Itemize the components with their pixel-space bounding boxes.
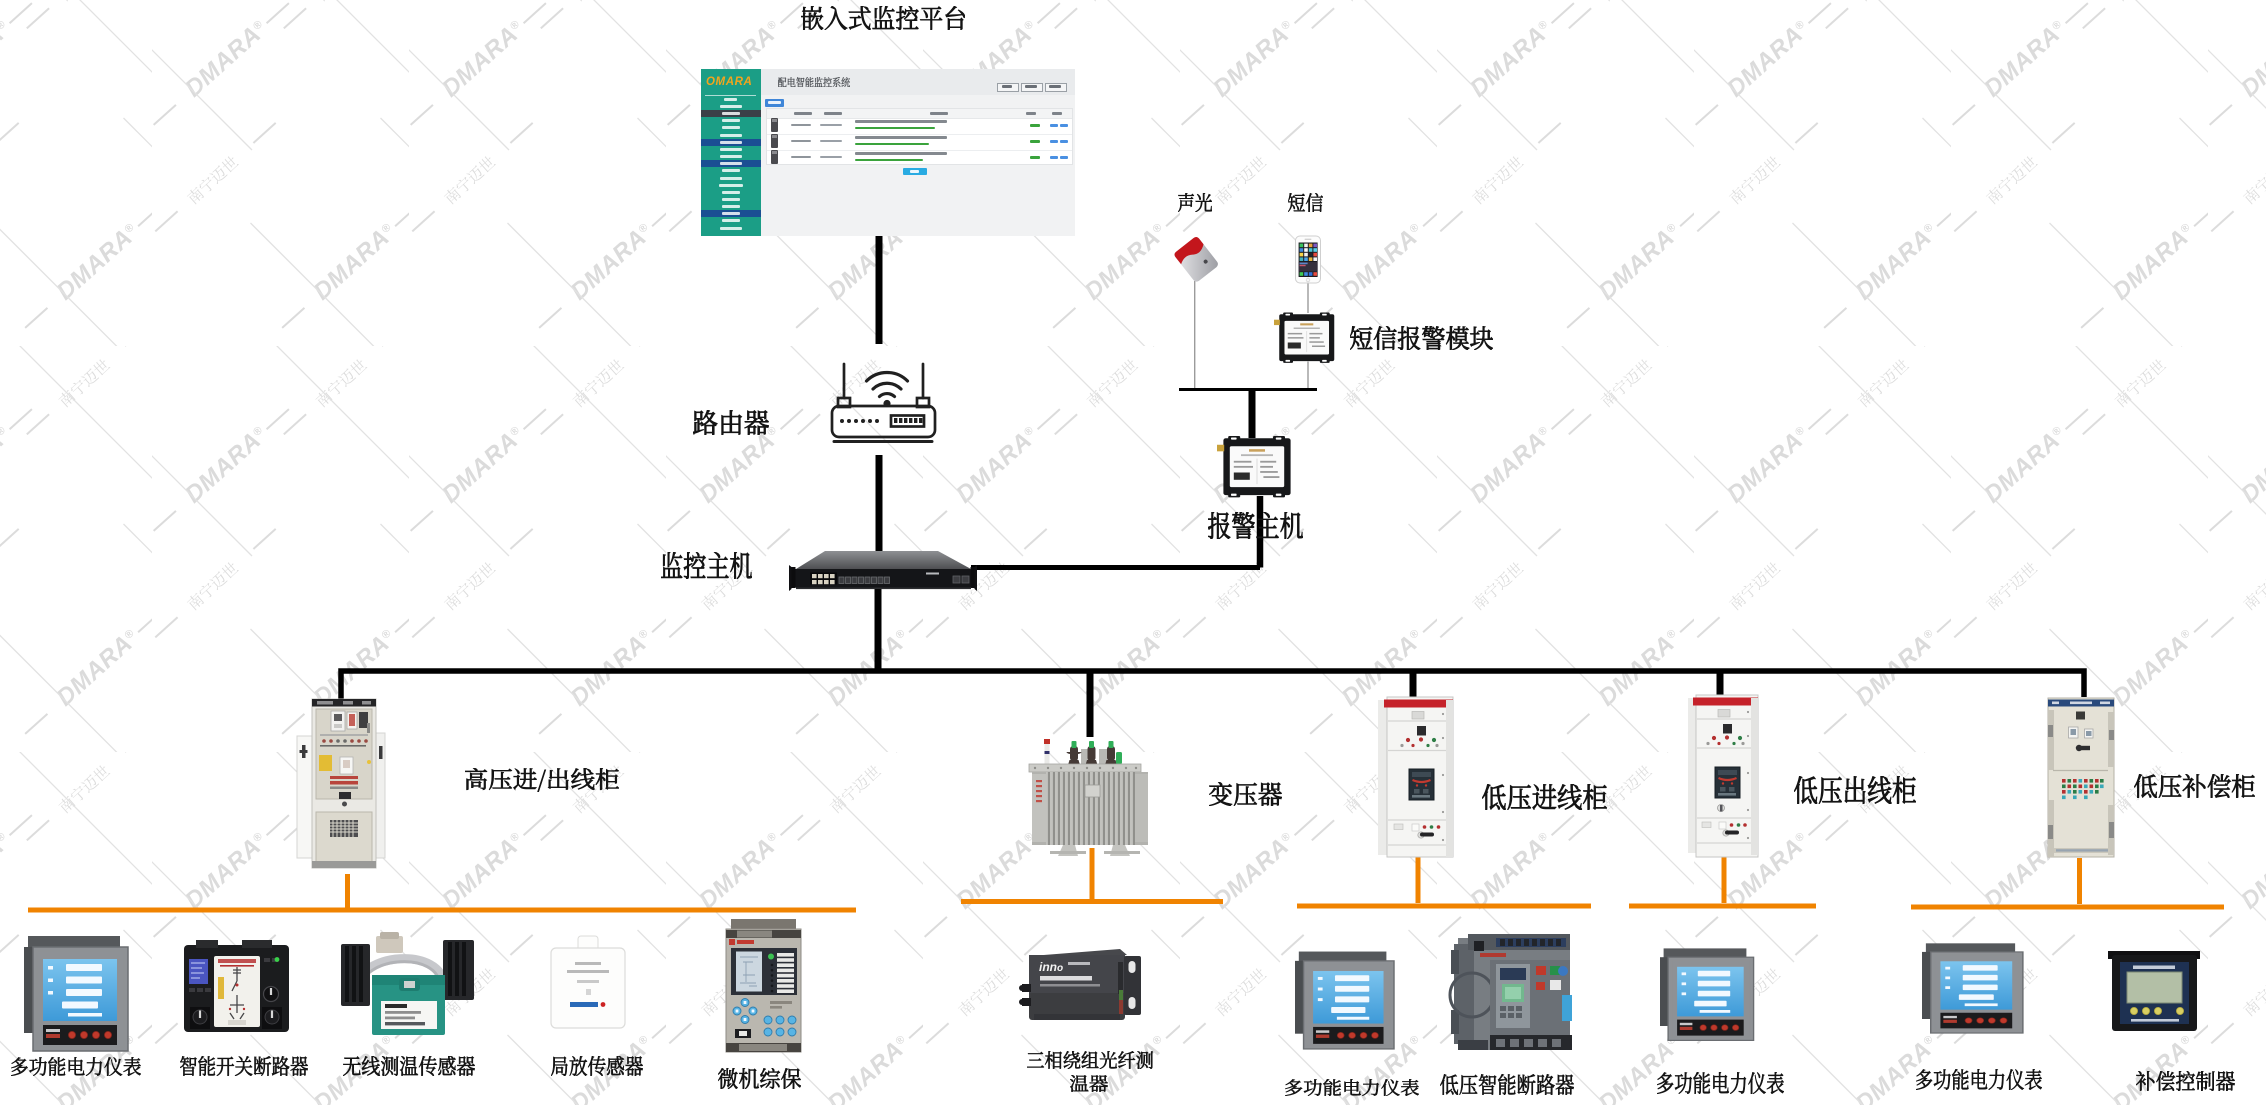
svg-text:inno: inno <box>1039 960 1063 974</box>
